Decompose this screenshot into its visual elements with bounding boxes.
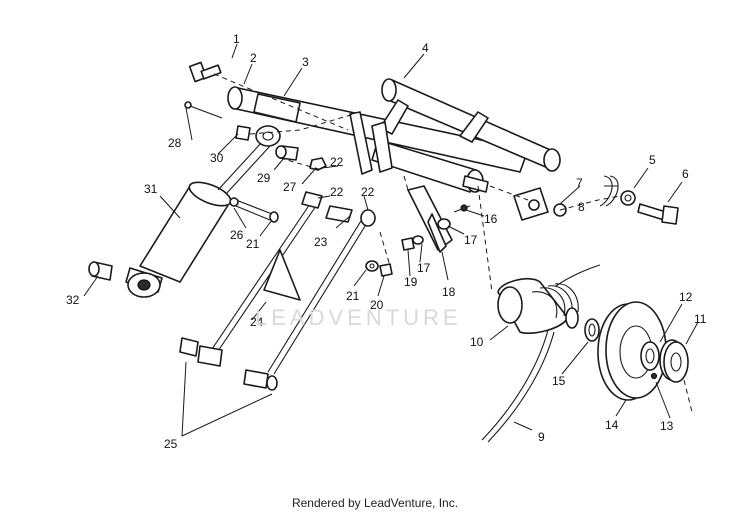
callout-11: 11 (694, 312, 707, 326)
bushing-part-30 (255, 125, 281, 147)
bolt-part-6 (637, 203, 679, 225)
bolt-part-28 (184, 101, 223, 119)
link-end-part-25b (243, 369, 278, 391)
callout-17b: 17 (417, 261, 431, 275)
callout-5: 5 (649, 153, 656, 167)
link-rod-part-24 (209, 191, 376, 375)
callout-13: 13 (660, 419, 674, 433)
callout-28: 28 (168, 136, 182, 150)
clip-part-7 (513, 187, 549, 221)
bushing-part-29 (275, 145, 299, 161)
footer-credit: Rendered by LeadVenture, Inc. (291, 496, 459, 510)
wheel-part-14 (597, 301, 667, 401)
callout-4: 4 (422, 41, 429, 55)
callout-14: 14 (605, 418, 619, 432)
callout-22c: 22 (361, 185, 375, 199)
washer-part-21 (365, 260, 379, 272)
callout-21a: 21 (346, 289, 360, 303)
callout-32: 32 (66, 293, 80, 307)
hub-cap-part-11 (659, 339, 689, 383)
callout-20: 20 (370, 298, 384, 312)
shock-absorber-part-31 (125, 141, 271, 298)
pivot-bracket (349, 111, 393, 175)
callout-15: 15 (552, 374, 566, 388)
bolt-part-26 (229, 197, 279, 223)
callout-7: 7 (576, 176, 583, 190)
callout-25: 25 (164, 437, 178, 451)
spacer-part-30b (235, 125, 251, 141)
link-end-part-25a (179, 337, 223, 367)
callout-30: 30 (210, 151, 224, 165)
callout-18: 18 (442, 285, 456, 299)
callout-10: 10 (470, 335, 484, 349)
callout-2: 2 (250, 51, 257, 65)
bolt-part-1 (188, 61, 222, 83)
washer-part-5 (620, 190, 636, 206)
callout-24: 24 (250, 315, 264, 329)
bearing-part-12 (640, 341, 660, 371)
callout-17a: 17 (464, 233, 478, 247)
callout-12: 12 (679, 290, 693, 304)
callout-27: 27 (283, 180, 297, 194)
callout-23: 23 (314, 235, 328, 249)
callout-3: 3 (302, 55, 309, 69)
callout-6: 6 (682, 167, 689, 181)
washer-part-17 (412, 218, 451, 245)
callout-31: 31 (144, 182, 158, 196)
callout-22b: 22 (330, 185, 344, 199)
spring-wire-part-9 (481, 264, 601, 443)
callout-26: 26 (230, 228, 244, 242)
callout-22a: 22 (330, 155, 344, 169)
arm-part-18 (407, 185, 453, 253)
callout-16: 16 (484, 212, 498, 226)
callout-9: 9 (538, 430, 545, 444)
cross-shaft (371, 99, 489, 193)
dot-part-13 (650, 372, 658, 380)
bushing-part-32 (88, 261, 113, 281)
callout-labels: 1 2 3 4 5 6 7 8 9 10 11 12 13 14 15 16 1… (66, 32, 707, 451)
callout-1: 1 (233, 32, 240, 46)
nut-part-19 (401, 237, 415, 251)
callout-21b: 21 (246, 237, 260, 251)
leader-lines (83, 43, 699, 437)
washer-part-15 (584, 318, 600, 342)
watermark-text: LEADVENTURE (255, 305, 462, 330)
callout-8: 8 (578, 200, 585, 214)
spring-bushing-part-10 (497, 277, 579, 334)
assembly-guide-lines (213, 73, 693, 413)
callout-19: 19 (404, 275, 418, 289)
bolt-part-16 (453, 204, 471, 213)
nut-part-20 (379, 263, 393, 277)
callout-29: 29 (257, 171, 271, 185)
clip-part-7b (599, 175, 619, 207)
